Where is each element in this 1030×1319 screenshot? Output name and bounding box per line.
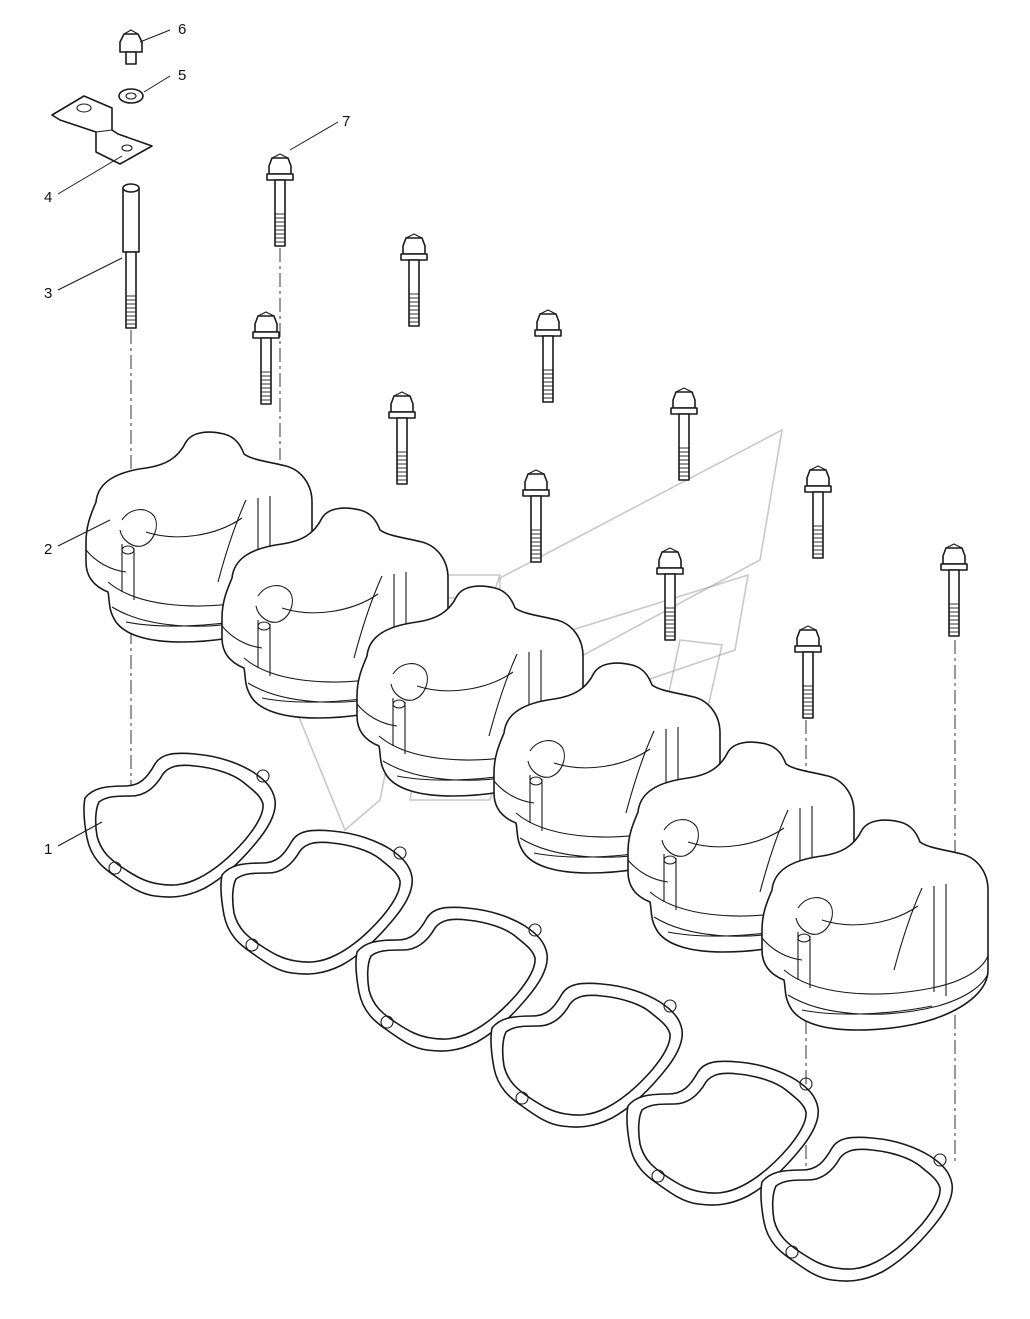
washer — [118, 88, 144, 104]
callout-2: 2 — [44, 541, 52, 558]
callout-1: 1 — [44, 841, 52, 858]
bolt-7 — [522, 469, 550, 563]
bolt-10 — [940, 543, 968, 637]
callout-3: 3 — [44, 285, 52, 302]
bolt-9 — [656, 547, 684, 641]
callout-7: 7 — [342, 113, 350, 130]
bracket — [51, 95, 153, 165]
callouts: 1 2 3 4 5 6 7 — [44, 21, 350, 858]
stud — [122, 183, 140, 329]
bolt-11 — [794, 625, 822, 719]
leader-lines — [57, 29, 339, 847]
bolt-8 — [804, 465, 832, 559]
bolt-2 — [400, 233, 428, 327]
bolt-6 — [670, 387, 698, 481]
callout-6: 6 — [178, 21, 186, 38]
hex-screw — [119, 29, 143, 65]
callout-5: 5 — [178, 67, 186, 84]
callout-4: 4 — [44, 189, 52, 206]
bolt-5 — [388, 391, 416, 485]
bolt-4 — [534, 309, 562, 403]
bolt-1 — [266, 153, 294, 247]
bolt-3 — [252, 311, 280, 405]
